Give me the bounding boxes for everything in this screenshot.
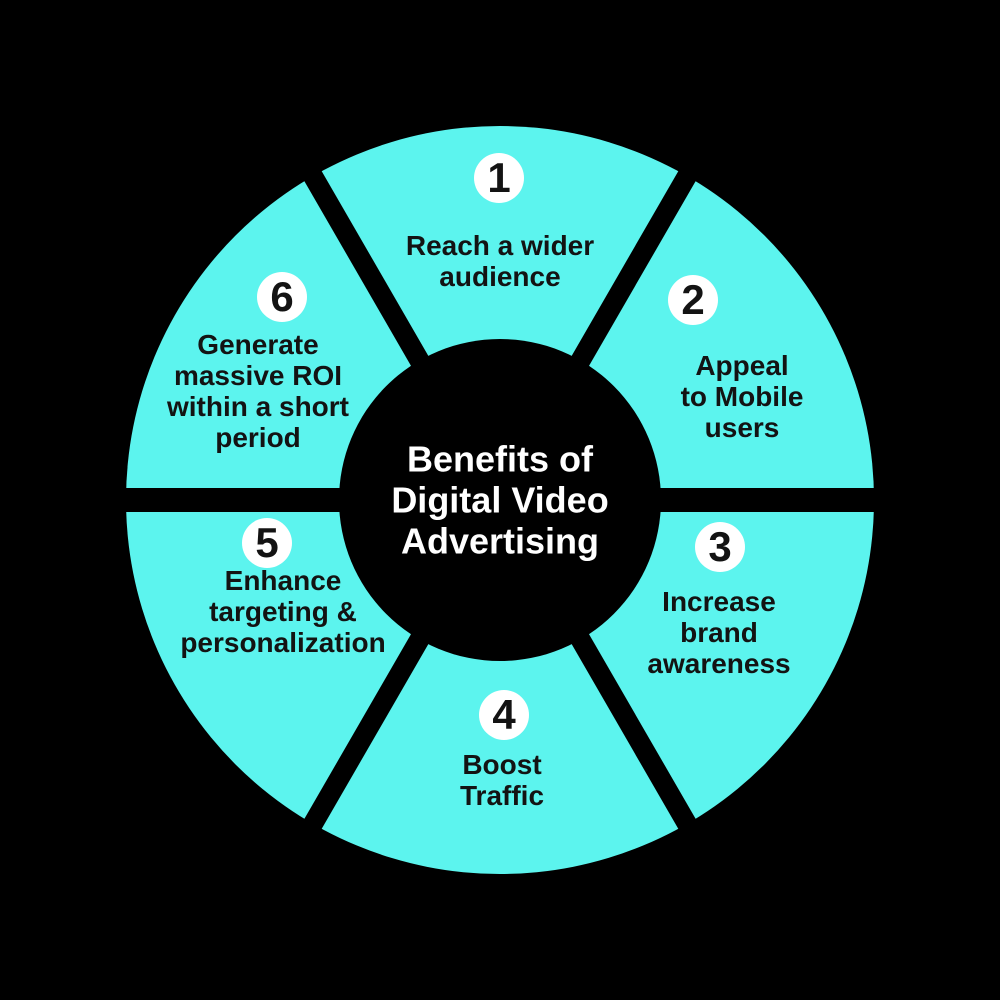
segment-4-label: Boost Traffic (459, 749, 545, 811)
segment-5-number-badge: 5 (242, 518, 292, 568)
segment-4-number-badge: 4 (479, 690, 529, 740)
segment-3-number-badge: 3 (695, 522, 745, 572)
segment-6-label: Generate massive ROI within a short peri… (167, 329, 349, 453)
segment-1-number-badge: 1 (474, 153, 524, 203)
segment-6-number-badge: 6 (257, 272, 307, 322)
segment-2-label: Appeal to Mobile users (680, 350, 804, 443)
segment-3-label: Increase brand awareness (647, 586, 791, 679)
segment-2-number-badge: 2 (668, 275, 718, 325)
diagram-title: Benefits of Digital Video Advertising (391, 438, 609, 562)
center-hub-circle (339, 339, 661, 661)
segment-1-label: Reach a wider audience (405, 230, 595, 292)
segment-5-label: Enhance targeting & personalization (180, 565, 386, 658)
